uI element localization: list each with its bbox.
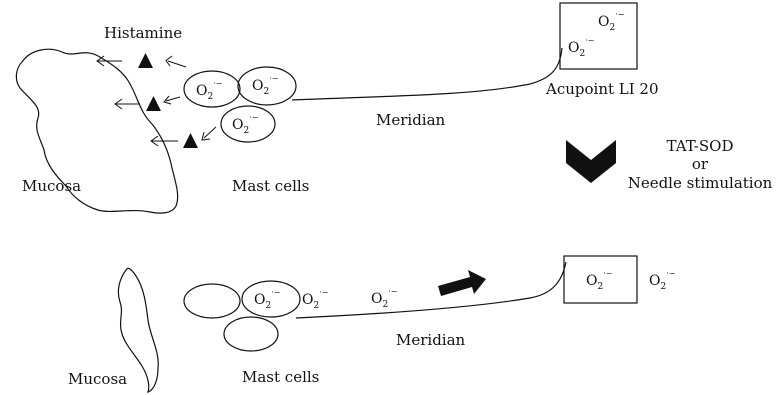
flow-arrow-icon [438,270,486,296]
superoxide-label: O2·− [649,269,675,292]
histamine-triangle [138,53,153,68]
mast-cell-top-2 [237,66,297,106]
treatment-line-2: or [692,155,709,173]
transition: TAT-SOD or Needle stimulation [566,137,773,192]
superoxide-label: O2·− [371,287,397,310]
mast-cell-bottom-2 [241,280,301,318]
mast-cell-to-histamine-arrows [163,55,217,141]
bottom-panel: Mucosa O2·− O2·− O2·− Mast cells Meridia… [68,255,675,393]
mucosa-label-top: Mucosa [22,177,81,195]
mast-cells-label-bottom: Mast cells [242,368,319,386]
acupoint-box-bottom [563,255,638,304]
histamine-triangle [183,133,198,148]
superoxide-label: O2·− [232,113,258,136]
meridian-label-top: Meridian [376,111,446,129]
acupoint-box [559,2,638,70]
superoxide-label: O2·− [302,288,328,311]
histamine-release-arrows [96,55,178,147]
acupoint-label: Acupoint LI 20 [545,80,659,98]
mast-cell-top-3 [220,105,276,143]
superoxide-label: O2·− [586,269,612,292]
mast-cell-bottom-3 [223,316,279,352]
superoxide-label: O2·− [568,36,594,59]
mast-cell-bottom-1 [183,283,241,319]
mast-cell-top-1 [183,70,241,108]
superoxide-label: O2·− [252,74,278,97]
mast-cells-label-top: Mast cells [232,177,309,195]
meridian-line-bottom [295,261,567,319]
meridian-line-top [291,47,563,101]
mucosa-label-bottom: Mucosa [68,370,127,388]
superoxide-label: O2·− [254,288,280,311]
mucosa-shape-bottom [117,267,159,393]
treatment-line-1: TAT-SOD [667,137,734,155]
histamine-triangle [146,96,161,111]
top-panel: Mucosa Histamine O2·− [15,2,659,214]
treatment-line-3: Needle stimulation [628,174,773,192]
chevron-down-icon [566,140,616,183]
histamine-label: Histamine [104,24,182,42]
meridian-label-bottom: Meridian [396,331,466,349]
superoxide-label: O2·− [598,10,624,33]
superoxide-label: O2·− [196,79,222,102]
